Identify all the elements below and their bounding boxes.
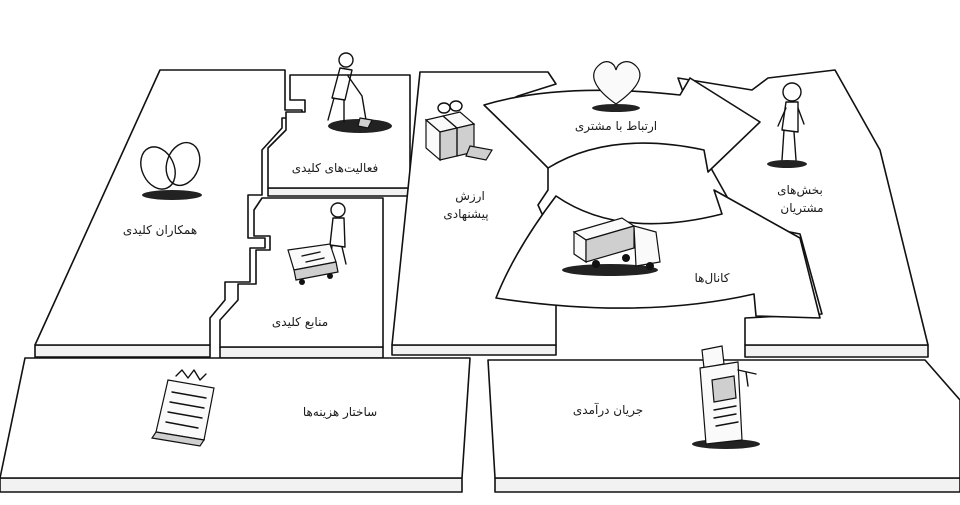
key-resources-block: منابع کلیدی: [219, 197, 384, 359]
standing-person-icon: [767, 82, 807, 168]
channels-arrow: کانال‌ها: [495, 189, 821, 319]
truck-icon: [562, 217, 661, 276]
value-propositions-label-line1: ارزش: [455, 189, 485, 204]
key-partners-label: همکاران کلیدی: [123, 223, 197, 238]
customer-relationships-label: ارتباط با مشتری: [575, 119, 657, 134]
digging-man-icon: [327, 52, 392, 133]
value-propositions-label-line2: پیشنهادی: [443, 207, 488, 221]
heart-icon: [592, 61, 641, 112]
rings-icon: [140, 141, 202, 200]
cost-structure-block: ساختار هزینه‌ها: [0, 357, 471, 493]
cost-structure-label: ساختار هزینه‌ها: [303, 405, 377, 420]
cash-register-icon: [692, 345, 760, 449]
revenue-streams-block: جریان درآمدی: [487, 345, 960, 493]
key-activities-block: فعالیت‌های کلیدی: [267, 52, 411, 197]
worker-with-cart-icon: [287, 202, 347, 285]
channels-label: کانال‌ها: [694, 271, 729, 285]
key-resources-label: منابع کلیدی: [272, 315, 328, 329]
receipt-icon: [150, 369, 215, 447]
customer-segments-label-line2: مشتریان: [780, 201, 823, 216]
revenue-streams-label: جریان درآمدی: [573, 402, 643, 418]
key-partners-block: همکاران کلیدی: [34, 69, 303, 358]
gift-box-icon: [424, 100, 493, 162]
customer-segments-label-line1: بخش‌های: [777, 183, 823, 198]
customer-relationships-arrow: ارتباط با مشتری: [483, 61, 761, 173]
key-activities-label: فعالیت‌های کلیدی: [292, 161, 378, 175]
